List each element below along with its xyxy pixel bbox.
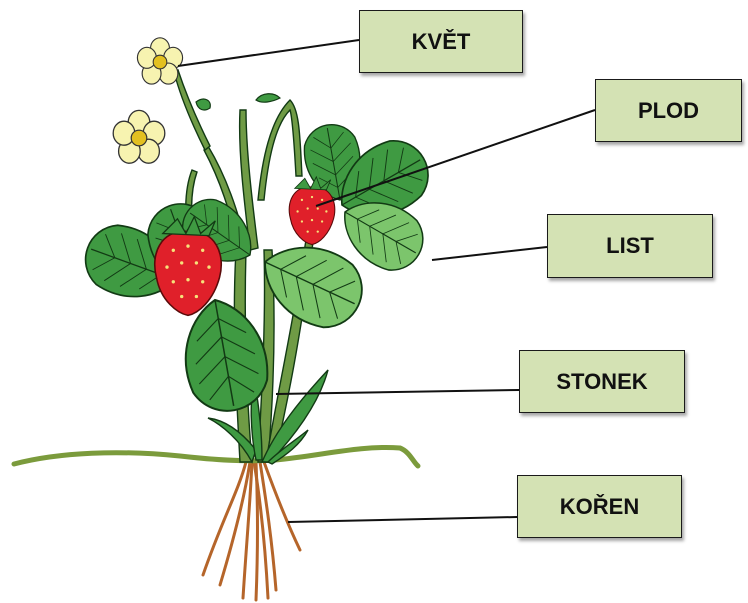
label-stonek: STONEK [519, 350, 685, 413]
ground-line [14, 447, 418, 466]
flower-top [137, 38, 182, 84]
pointer-list [432, 247, 547, 260]
strawberry-large [155, 217, 222, 316]
label-kvet: KVĚT [359, 10, 523, 73]
strawberry-small [289, 177, 335, 245]
pointer-kvet [178, 40, 359, 66]
label-koren: KOŘEN [517, 475, 682, 538]
flower-bud [196, 99, 210, 110]
label-list: LIST [547, 214, 713, 278]
small-leaf [256, 94, 280, 102]
pointer-koren [288, 517, 517, 522]
label-list-text: LIST [606, 233, 654, 259]
label-koren-text: KOŘEN [560, 494, 639, 520]
roots [203, 462, 300, 600]
label-kvet-text: KVĚT [412, 29, 471, 55]
label-plod: PLOD [595, 79, 742, 142]
flower-lower [113, 110, 165, 163]
label-stonek-text: STONEK [556, 369, 647, 395]
label-plod-text: PLOD [638, 98, 699, 124]
